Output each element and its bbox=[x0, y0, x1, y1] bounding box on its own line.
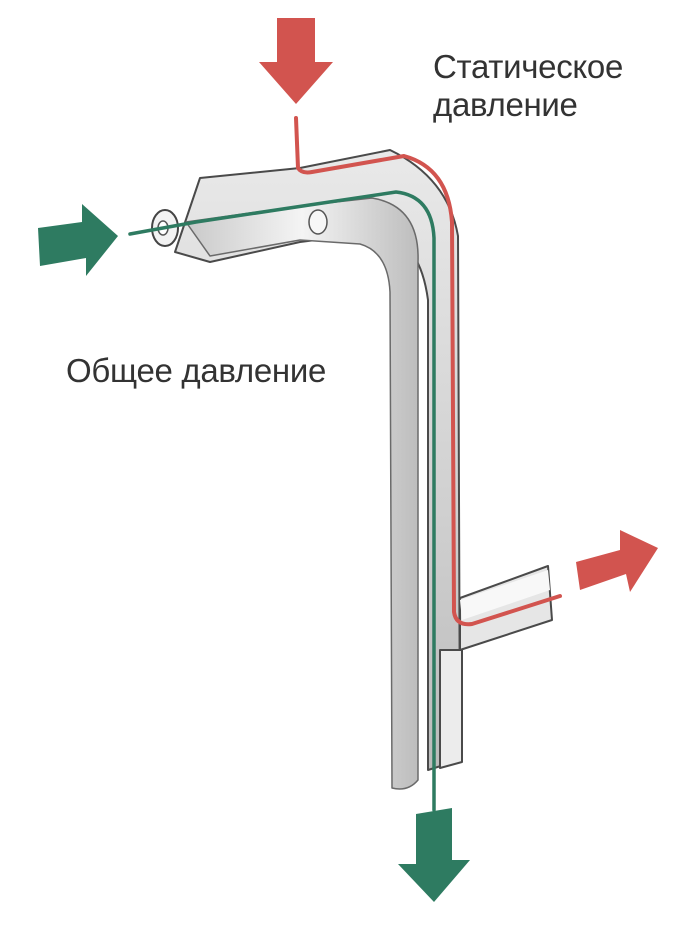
lower-stub bbox=[439, 649, 463, 769]
pitot-tube bbox=[151, 149, 553, 790]
total-pressure-label: Общее давление bbox=[66, 352, 327, 389]
static-port bbox=[308, 209, 328, 235]
arrow-right-green-icon bbox=[38, 204, 118, 276]
static-pressure-label-line1: Статическое bbox=[433, 48, 624, 85]
tube-inner-core bbox=[185, 197, 419, 790]
static-pressure-line bbox=[294, 116, 562, 627]
arrow-down-green-icon bbox=[398, 808, 470, 902]
arrow-right-red-icon bbox=[576, 530, 658, 592]
arrow-down-red-icon bbox=[259, 18, 333, 104]
total-pressure-line bbox=[128, 190, 436, 812]
outlet-pipe-shade bbox=[460, 570, 550, 620]
static-pressure-label-line2: давление bbox=[433, 86, 578, 123]
static-pressure-label: Статическое давление bbox=[433, 48, 623, 124]
